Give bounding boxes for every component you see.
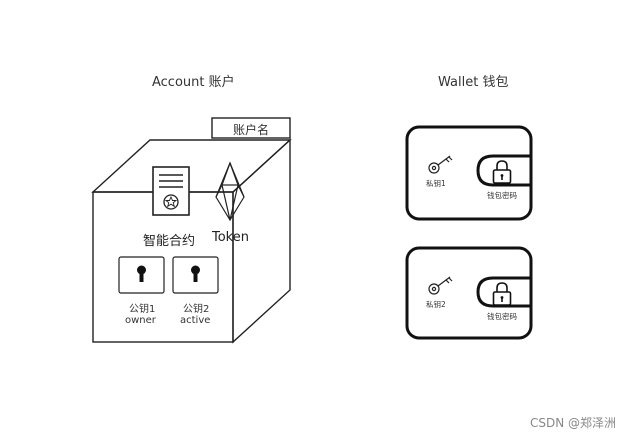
account-name-tab [211, 117, 291, 139]
wallet-title: Wallet 钱包 [438, 75, 509, 90]
public-key-2-box [172, 256, 219, 294]
wallet-password-1-label: 钱包密码 [487, 191, 517, 200]
wallet-card-2 [405, 246, 533, 340]
public-key-2-role: active [180, 315, 211, 326]
public-key-1-name: 公钥1 [129, 304, 156, 315]
watermark: CSDN @郑泽洲 [530, 416, 617, 430]
wallet-card-1 [405, 125, 533, 221]
private-key-2-label: 私钥2 [426, 300, 446, 309]
public-key-2-name: 公钥2 [183, 304, 210, 315]
account-title: Account 账户 [152, 75, 235, 90]
token-label: Token [212, 230, 249, 245]
wallet-password-2-label: 钱包密码 [487, 312, 517, 321]
eos-token-icon [215, 161, 245, 222]
smart-contract-label: 智能合约 [143, 234, 196, 249]
contract-document-icon [152, 166, 190, 216]
public-key-1-role: owner [125, 315, 156, 326]
padlock-icon [492, 282, 512, 306]
cube-top-face [91, 139, 292, 193]
public-key-1-box [118, 256, 165, 294]
key-icon [428, 155, 453, 174]
private-key-1-label: 私钥1 [426, 179, 446, 188]
padlock-icon [492, 160, 512, 184]
key-icon [428, 276, 453, 295]
account-name-label: 账户名 [233, 123, 270, 137]
